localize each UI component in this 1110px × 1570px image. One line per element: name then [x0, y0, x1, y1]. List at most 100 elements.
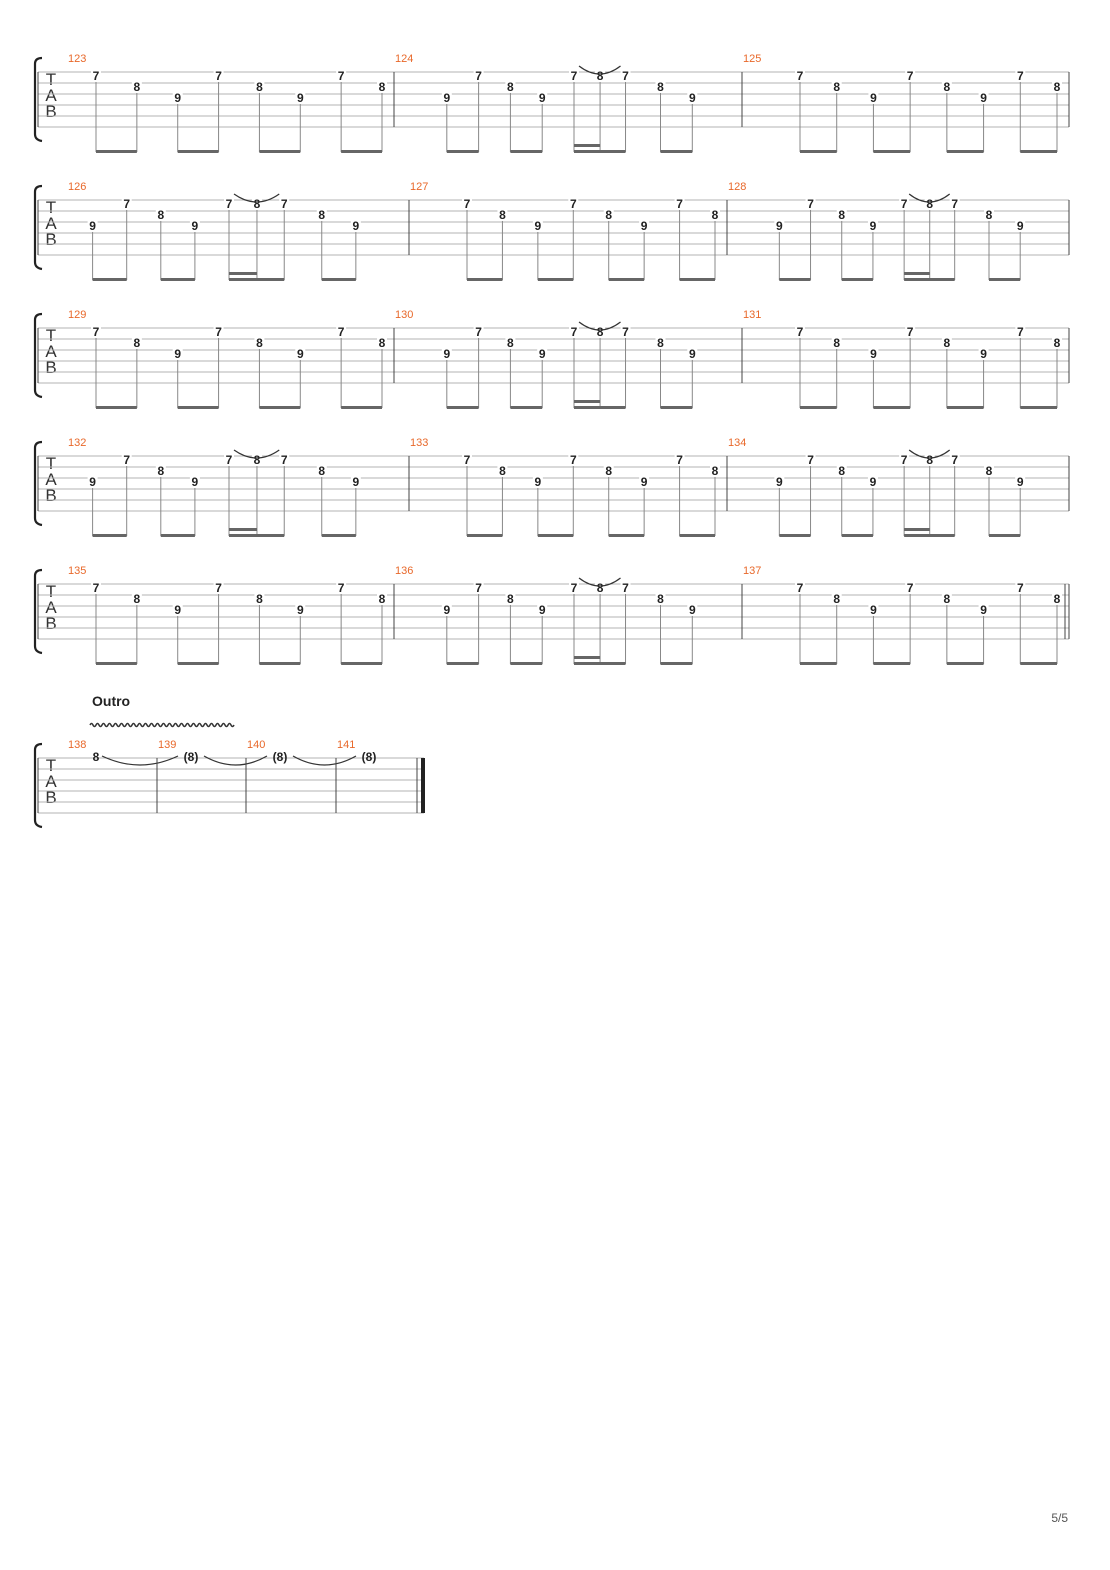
- note-mask: [984, 209, 994, 220]
- measure-number: 127: [410, 181, 428, 193]
- fret-number: 8: [256, 80, 263, 94]
- note-mask: [172, 92, 183, 103]
- note-mask: [91, 326, 101, 337]
- fret-number: 7: [226, 197, 233, 211]
- fret-number: 8: [379, 592, 386, 606]
- note-mask: [537, 348, 548, 359]
- beam: [873, 150, 911, 153]
- beam: [574, 144, 601, 147]
- fret-number: 7: [475, 69, 482, 83]
- fret-number: 8: [134, 80, 141, 94]
- fret-number: 8: [254, 197, 261, 211]
- fret-number: 8: [1054, 80, 1061, 94]
- tie-arc: [233, 449, 280, 459]
- fret-number: 7: [797, 325, 804, 339]
- note-mask: [603, 465, 614, 476]
- beam: [259, 662, 301, 665]
- beam: [679, 278, 715, 281]
- beam: [92, 534, 127, 537]
- measure-number: 136: [395, 565, 413, 577]
- fret-number: 7: [226, 453, 233, 467]
- note-mask: [505, 593, 516, 604]
- note-mask: [532, 220, 543, 231]
- page-number: 5/5: [1051, 1511, 1068, 1525]
- fret-number: 9: [443, 347, 450, 361]
- fret-number: 9: [174, 91, 181, 105]
- beam: [446, 406, 479, 409]
- fret-number: 7: [797, 581, 804, 595]
- note-mask: [603, 209, 614, 220]
- fret-number: 7: [570, 453, 577, 467]
- fret-number: 9: [297, 347, 304, 361]
- fret-number: 8: [926, 197, 933, 211]
- beam: [574, 656, 601, 659]
- fret-number: 8: [657, 80, 664, 94]
- beam: [446, 662, 479, 665]
- measure-number: 124: [395, 53, 413, 65]
- fret-number: 7: [215, 581, 222, 595]
- note-mask: [639, 476, 650, 487]
- fret-number: 7: [93, 325, 100, 339]
- fret-number: 9: [689, 603, 696, 617]
- fret-number: 7: [93, 581, 100, 595]
- tab-clef-letter: T: [46, 326, 56, 345]
- fret-number: 9: [535, 475, 542, 489]
- tab-clef-letter: B: [45, 614, 56, 633]
- fret-number: 9: [641, 219, 648, 233]
- beam: [574, 662, 626, 665]
- fret-number: 8: [379, 336, 386, 350]
- note-mask: [655, 593, 666, 604]
- beam: [228, 528, 257, 531]
- note-mask: [795, 326, 805, 337]
- fret-number: 9: [689, 91, 696, 105]
- fret-number: 7: [676, 453, 683, 467]
- tab-clef-letter: B: [45, 788, 56, 807]
- note-mask: [899, 454, 910, 465]
- note-mask: [831, 337, 842, 348]
- note-mask: [223, 198, 234, 209]
- beam: [779, 278, 811, 281]
- note-mask: [868, 92, 879, 103]
- section-title: Outro: [92, 693, 130, 709]
- note-mask: [473, 70, 484, 81]
- tie-arc: [908, 193, 951, 203]
- measure-number: 141: [337, 739, 355, 751]
- note-mask: [831, 81, 842, 92]
- fret-number: 7: [797, 69, 804, 83]
- measure-number: 133: [410, 437, 428, 449]
- note-mask: [316, 465, 327, 476]
- beam: [92, 278, 127, 281]
- note-mask: [984, 465, 994, 476]
- fret-number: 8: [93, 750, 100, 764]
- fret-number: 8: [499, 464, 506, 478]
- beam: [321, 278, 356, 281]
- fret-number: 7: [951, 453, 958, 467]
- note-mask: [805, 454, 816, 465]
- beam: [904, 528, 930, 531]
- fret-number: 9: [980, 91, 987, 105]
- note-mask: [687, 92, 698, 103]
- note-mask: [377, 337, 387, 348]
- note-mask: [172, 348, 183, 359]
- fret-number: 8: [833, 336, 840, 350]
- note-mask: [131, 81, 142, 92]
- fret-number: 7: [338, 69, 345, 83]
- measure-number: 126: [68, 181, 86, 193]
- note-mask: [595, 70, 606, 81]
- fret-number: 7: [807, 453, 814, 467]
- note-mask: [91, 70, 101, 81]
- fret-number: 7: [907, 581, 914, 595]
- fret-number: 8: [318, 208, 325, 222]
- fret-number: 7: [338, 325, 345, 339]
- measure-number: 134: [728, 437, 746, 449]
- fret-number: 7: [215, 69, 222, 83]
- note-mask: [569, 582, 580, 593]
- fret-number: 9: [870, 347, 877, 361]
- beam: [228, 272, 257, 275]
- staff-bracket: [33, 56, 43, 143]
- fret-number: 8: [507, 80, 514, 94]
- note-mask: [868, 604, 879, 615]
- note-mask: [978, 92, 989, 103]
- note-mask: [336, 326, 347, 337]
